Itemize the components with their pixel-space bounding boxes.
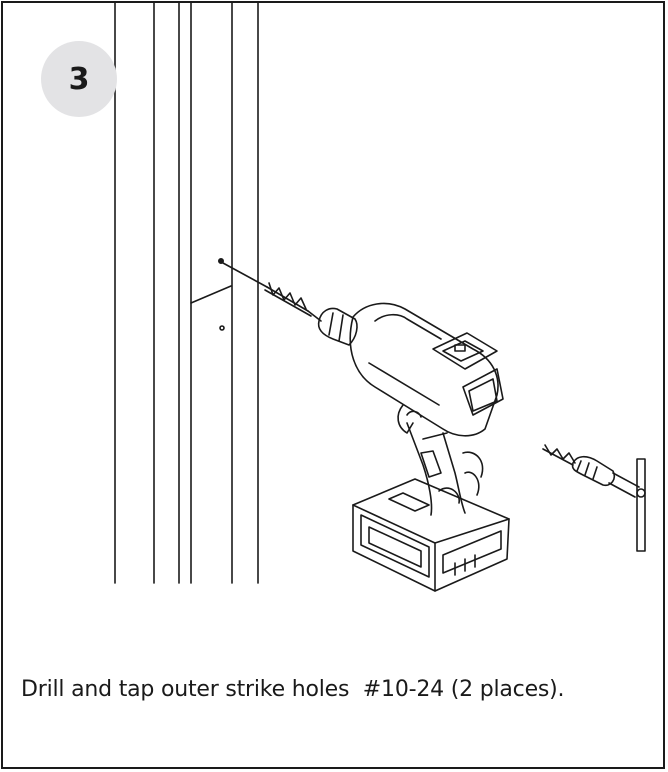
step-number-badge: 3 [41,41,117,117]
cordless-drill-icon [317,302,504,516]
step-number: 3 [68,61,90,97]
battery-pack-icon [352,478,510,592]
strike-holes [218,258,225,331]
installation-illustration [114,3,646,592]
tap-wrench-icon [542,444,646,552]
drill-bit [222,262,322,322]
door-jamb [114,3,259,584]
instruction-caption: Drill and tap outer strike holes #10-24 … [21,677,565,702]
